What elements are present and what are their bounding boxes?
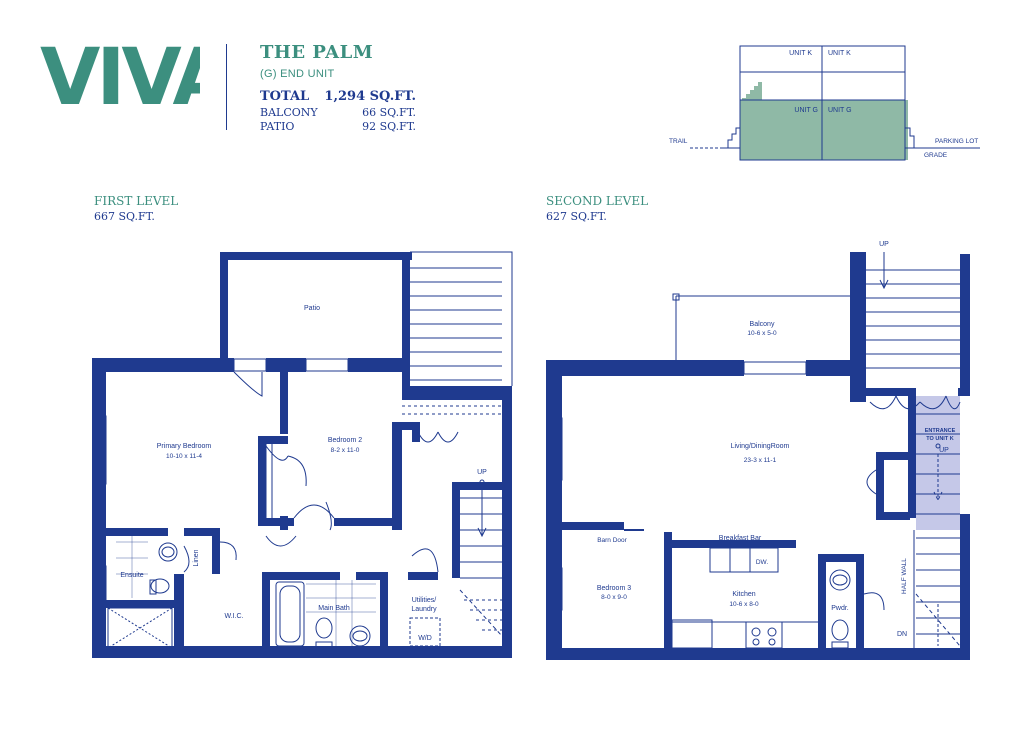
first-level-plan: Patio Primary Bedroom 10-10 x 11-4 Bedro… (92, 251, 513, 658)
patio-label: PATIO (260, 120, 295, 133)
room-primary-bedroom: Primary Bedroom (157, 443, 212, 450)
stair-up-label: UP (477, 469, 487, 476)
second-level-area: 627 SQ.FT. (546, 210, 607, 223)
dw-label: DW. (756, 559, 768, 566)
stair-dn-label: DN (897, 631, 907, 638)
first-level-walls (92, 252, 512, 658)
key-right-label: PARKING LOT (935, 138, 978, 145)
first-level-area: 667 SQ.FT. (94, 210, 155, 223)
patio-area-row: PATIO 92 SQ.FT. (260, 120, 416, 133)
unit-type: (G) END UNIT (260, 68, 335, 80)
patio-value: 92 SQ.FT. (362, 120, 416, 133)
key-upper-right: UNIT K (828, 50, 851, 57)
entrance-stair-fill (916, 396, 960, 530)
logo-text: VIVA (40, 42, 200, 110)
entrance-label-1: ENTRANCE (925, 428, 956, 434)
key-upper-left: UNIT K (789, 50, 812, 57)
key-grade-label: GRADE (924, 152, 948, 159)
total-label: TOTAL (260, 89, 310, 104)
viva-logo: VIVA (40, 42, 200, 110)
room-utilities: Utilities/ (412, 597, 437, 604)
room-primary-bedroom-dim: 10-10 x 11-4 (166, 453, 202, 460)
first-level-details (93, 251, 513, 649)
room-bedroom3: Bedroom 3 (597, 585, 631, 592)
total-area-row: TOTAL 1,294 SQ.FT. (260, 89, 416, 104)
room-kitchen: Kitchen (732, 591, 755, 598)
room-pwdr: Pwdr. (831, 605, 849, 612)
room-ensuite: Ensuite (120, 572, 143, 579)
second-level-plan: Balcony 10-6 x 5-0 Living/DiningRoom 23-… (546, 241, 970, 660)
room-kitchen-dim: 10-6 x 8-0 (729, 601, 759, 608)
room-living-dim: 23-3 x 11-1 (744, 457, 777, 464)
room-linen: Linen (193, 549, 200, 566)
second-level-title: SECOND LEVEL (546, 194, 649, 208)
stair-up-top: UP (879, 241, 889, 248)
room-balcony: Balcony (750, 321, 775, 328)
room-bedroom2: Bedroom 2 (328, 437, 362, 444)
second-level-details (547, 252, 961, 649)
room-patio: Patio (304, 305, 320, 312)
first-level-title: FIRST LEVEL (94, 194, 179, 208)
stair-up-entrance: UP (939, 447, 949, 454)
room-bedroom3-dim: 8-0 x 9-0 (601, 594, 627, 601)
room-living: Living/DiningRoom (731, 443, 790, 450)
total-value: 1,294 SQ.FT. (324, 89, 416, 104)
room-wic: W.I.C. (224, 613, 243, 620)
second-level-walls (546, 252, 970, 660)
appliance-wd: W/D (418, 635, 432, 642)
key-lower-right: UNIT G (828, 107, 852, 114)
breakfast-bar-label: Breakfast Bar (719, 535, 762, 542)
balcony-value: 66 SQ.FT. (362, 106, 416, 119)
key-left-label: TRAIL (669, 138, 688, 145)
barn-door-label: Barn Door (597, 537, 627, 544)
key-plan: UNIT K UNIT K UNIT G UNIT G TRAIL PARKIN… (669, 45, 980, 161)
entrance-label-2: TO UNIT K (926, 436, 953, 442)
unit-name: THE PALM (260, 42, 374, 63)
half-wall-label: HALF WALL (901, 558, 908, 594)
header-divider (226, 44, 227, 130)
balcony-area-row: BALCONY 66 SQ.FT. (260, 106, 416, 119)
room-balcony-dim: 10-6 x 5-0 (747, 330, 777, 337)
balcony-label: BALCONY (260, 106, 318, 119)
room-laundry: Laundry (411, 606, 437, 613)
room-bedroom2-dim: 8-2 x 11-0 (331, 447, 360, 454)
room-main-bath: Main Bath (318, 605, 350, 612)
key-lower-left: UNIT G (794, 107, 818, 114)
